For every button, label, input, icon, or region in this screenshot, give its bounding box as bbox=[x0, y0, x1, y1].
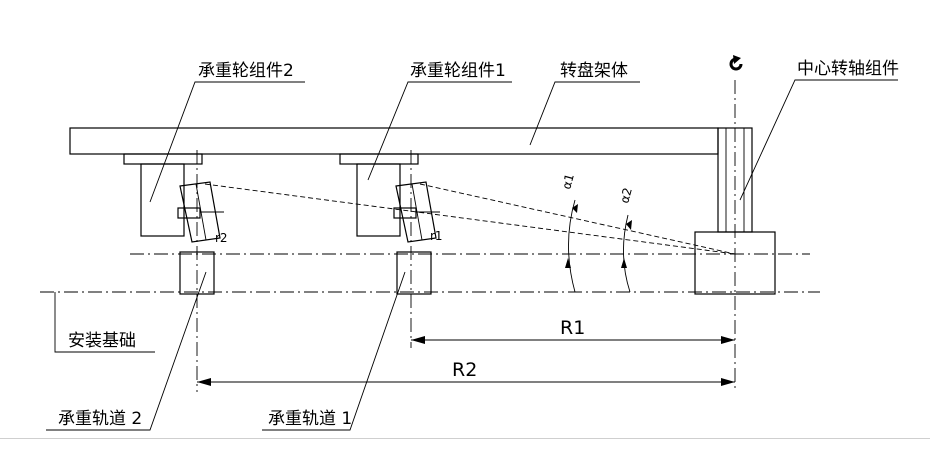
r2-arrow-left bbox=[197, 378, 211, 386]
label-angle-1: α1 bbox=[559, 172, 577, 191]
cone-line-2 bbox=[204, 183, 736, 255]
turntable-frame-beam bbox=[69, 127, 719, 155]
angle-arrow-2a bbox=[626, 220, 632, 230]
angle-arrow-1a bbox=[572, 204, 578, 213]
label-r2-small: r2 bbox=[215, 231, 228, 245]
label-bearing-wheel-2: 承重轮组件2 bbox=[198, 61, 294, 81]
label-radius-2: R2 bbox=[452, 359, 477, 381]
angle-arc-1 bbox=[568, 199, 576, 293]
bearing-wheel-assembly-2 bbox=[123, 153, 224, 295]
bottom-divider bbox=[0, 438, 930, 439]
label-angle-2: α2 bbox=[617, 186, 635, 205]
leader-frame bbox=[529, 81, 640, 146]
label-foundation: 安装基础 bbox=[68, 331, 136, 351]
label-center-shaft: 中心转轴组件 bbox=[797, 59, 899, 79]
angle-arc-2 bbox=[623, 214, 631, 293]
label-radius-1: R1 bbox=[560, 317, 585, 339]
leader-center-shaft bbox=[739, 79, 898, 201]
label-bearing-wheel-1: 承重轮组件1 bbox=[410, 61, 506, 81]
cone-line-1 bbox=[419, 183, 736, 255]
bearing-wheel-assembly-1 bbox=[339, 153, 440, 295]
leader-track-1 bbox=[262, 271, 406, 431]
leader-foundation bbox=[54, 292, 155, 353]
label-r1-small: r1 bbox=[430, 229, 443, 243]
leader-track-2 bbox=[46, 271, 207, 431]
r2-arrow-right bbox=[721, 378, 735, 386]
label-track-1: 承重轨道 1 bbox=[268, 409, 352, 429]
r1-arrow-left bbox=[411, 336, 425, 344]
angle-arrow-2b bbox=[621, 258, 627, 268]
angle-arrow-1b bbox=[565, 258, 571, 268]
leader-wheel-1 bbox=[367, 81, 512, 181]
rotate-arrow-icon bbox=[729, 55, 743, 71]
label-turntable-frame: 转盘架体 bbox=[560, 61, 628, 81]
r1-arrow-right bbox=[721, 336, 735, 344]
label-track-2: 承重轨道 2 bbox=[58, 409, 142, 429]
leader-wheel-2 bbox=[149, 81, 305, 203]
